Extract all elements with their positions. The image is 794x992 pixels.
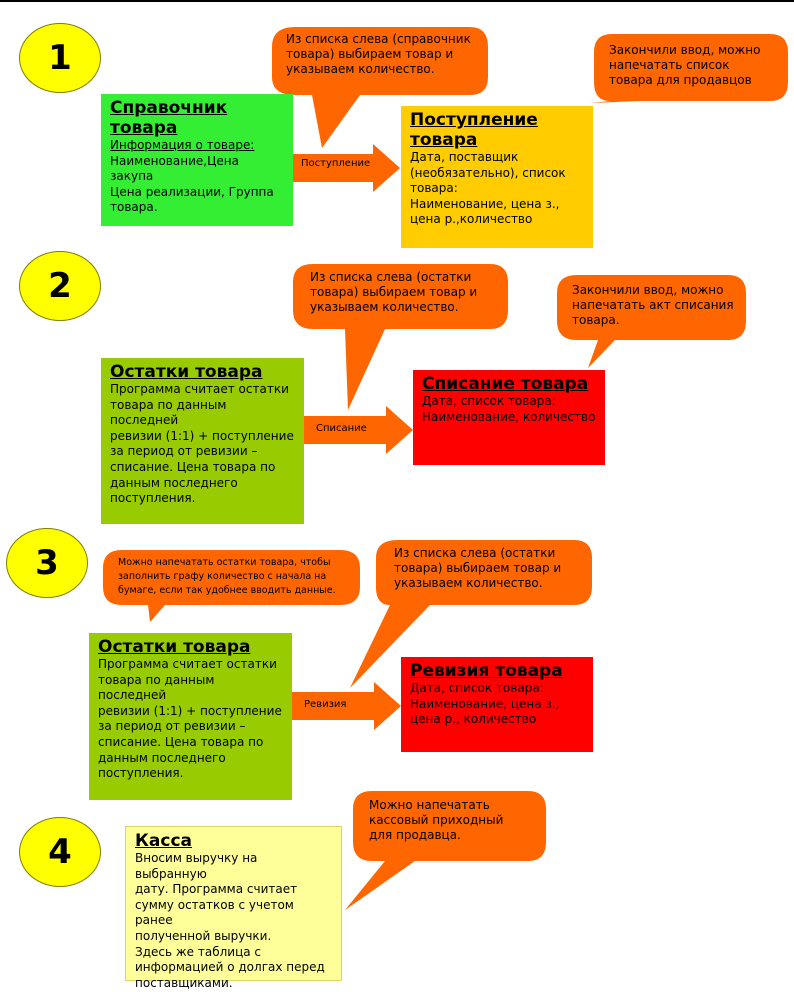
product-catalog-title: Справочник товара (110, 98, 228, 138)
stock-balance-title-2: Остатки товара (110, 362, 263, 382)
audit-title: Ревизия товара (410, 661, 563, 681)
callout-s2-select-text: Из списка слева (остатки товара) выбирае… (310, 270, 478, 314)
stock-balance-title-3: Остатки товара (98, 637, 251, 657)
goods-receipt-title: Поступление товара (410, 110, 538, 150)
callout-s1-print-shape (590, 34, 788, 103)
callout-s3-print-text: Можно напечатать остатки товара, чтобы з… (118, 557, 336, 596)
cash-body: Вносим выручку на выбранную дату. Програ… (135, 851, 325, 990)
product-catalog-subtitle: Информация о товаре: (110, 138, 255, 152)
writeoff-arrow-label: Списание (316, 423, 367, 434)
product-catalog-box: Справочник товара Информация о товаре: Н… (101, 94, 293, 226)
stock-balance-body-3: Программа считает остатки товара по данн… (98, 657, 282, 781)
writeoff-body: Дата, список товара: Наименование, колич… (422, 394, 596, 424)
step-4-badge: 4 (19, 817, 101, 887)
goods-receipt-box: Поступление товара Дата, поставщик (необ… (401, 106, 593, 248)
audit-box: Ревизия товара Дата, список товара: Наим… (401, 657, 593, 752)
callout-s3-select-shape (350, 540, 592, 688)
cash-title: Касса (135, 831, 192, 851)
callout-s1-select-shape (272, 27, 488, 148)
audit-arrow (292, 682, 401, 730)
top-border-line (0, 0, 794, 2)
step-3-badge: 3 (6, 528, 88, 598)
callout-s1-print-text: Закончили ввод, можно напечатать список … (609, 43, 761, 87)
step-2-badge: 2 (19, 251, 101, 321)
writeoff-title: Списание товара (422, 374, 589, 394)
stock-balance-box-2: Остатки товара Программа считает остатки… (101, 358, 304, 524)
goods-receipt-body: Дата, поставщик (необязательно), список … (410, 150, 566, 227)
cash-box: Касса Вносим выручку на выбранную дату. … (125, 826, 342, 990)
writeoff-box: Списание товара Дата, список товара: Наи… (413, 370, 605, 465)
audit-arrow-label: Ревизия (304, 699, 347, 710)
callout-s3-print-shape (103, 550, 360, 622)
callout-s2-select-shape (293, 264, 508, 410)
callout-s2-print-shape (557, 275, 746, 368)
stock-balance-box-3: Остатки товара Программа считает остатки… (89, 633, 292, 800)
receipt-arrow (293, 144, 400, 192)
callout-s4-shape (345, 791, 546, 910)
callout-s2-print-text: Закончили ввод, можно напечатать акт спи… (572, 283, 734, 327)
product-catalog-body: Наименование,Цена закупа Цена реализации… (110, 153, 274, 215)
callout-s3-select-text: Из списка слева (остатки товара) выбирае… (394, 546, 562, 590)
stock-balance-body-2: Программа считает остатки товара по данн… (110, 382, 294, 506)
receipt-arrow-label: Поступление (301, 158, 371, 169)
step-1-badge: 1 (19, 23, 101, 93)
writeoff-arrow (304, 406, 413, 454)
callout-s1-select-text: Из списка слева (справочник товара) выби… (286, 32, 471, 76)
audit-body: Дата, список товара: Наименование, цена … (410, 681, 560, 727)
callout-s4-text: Можно напечатать кассовый приходный для … (369, 798, 504, 842)
